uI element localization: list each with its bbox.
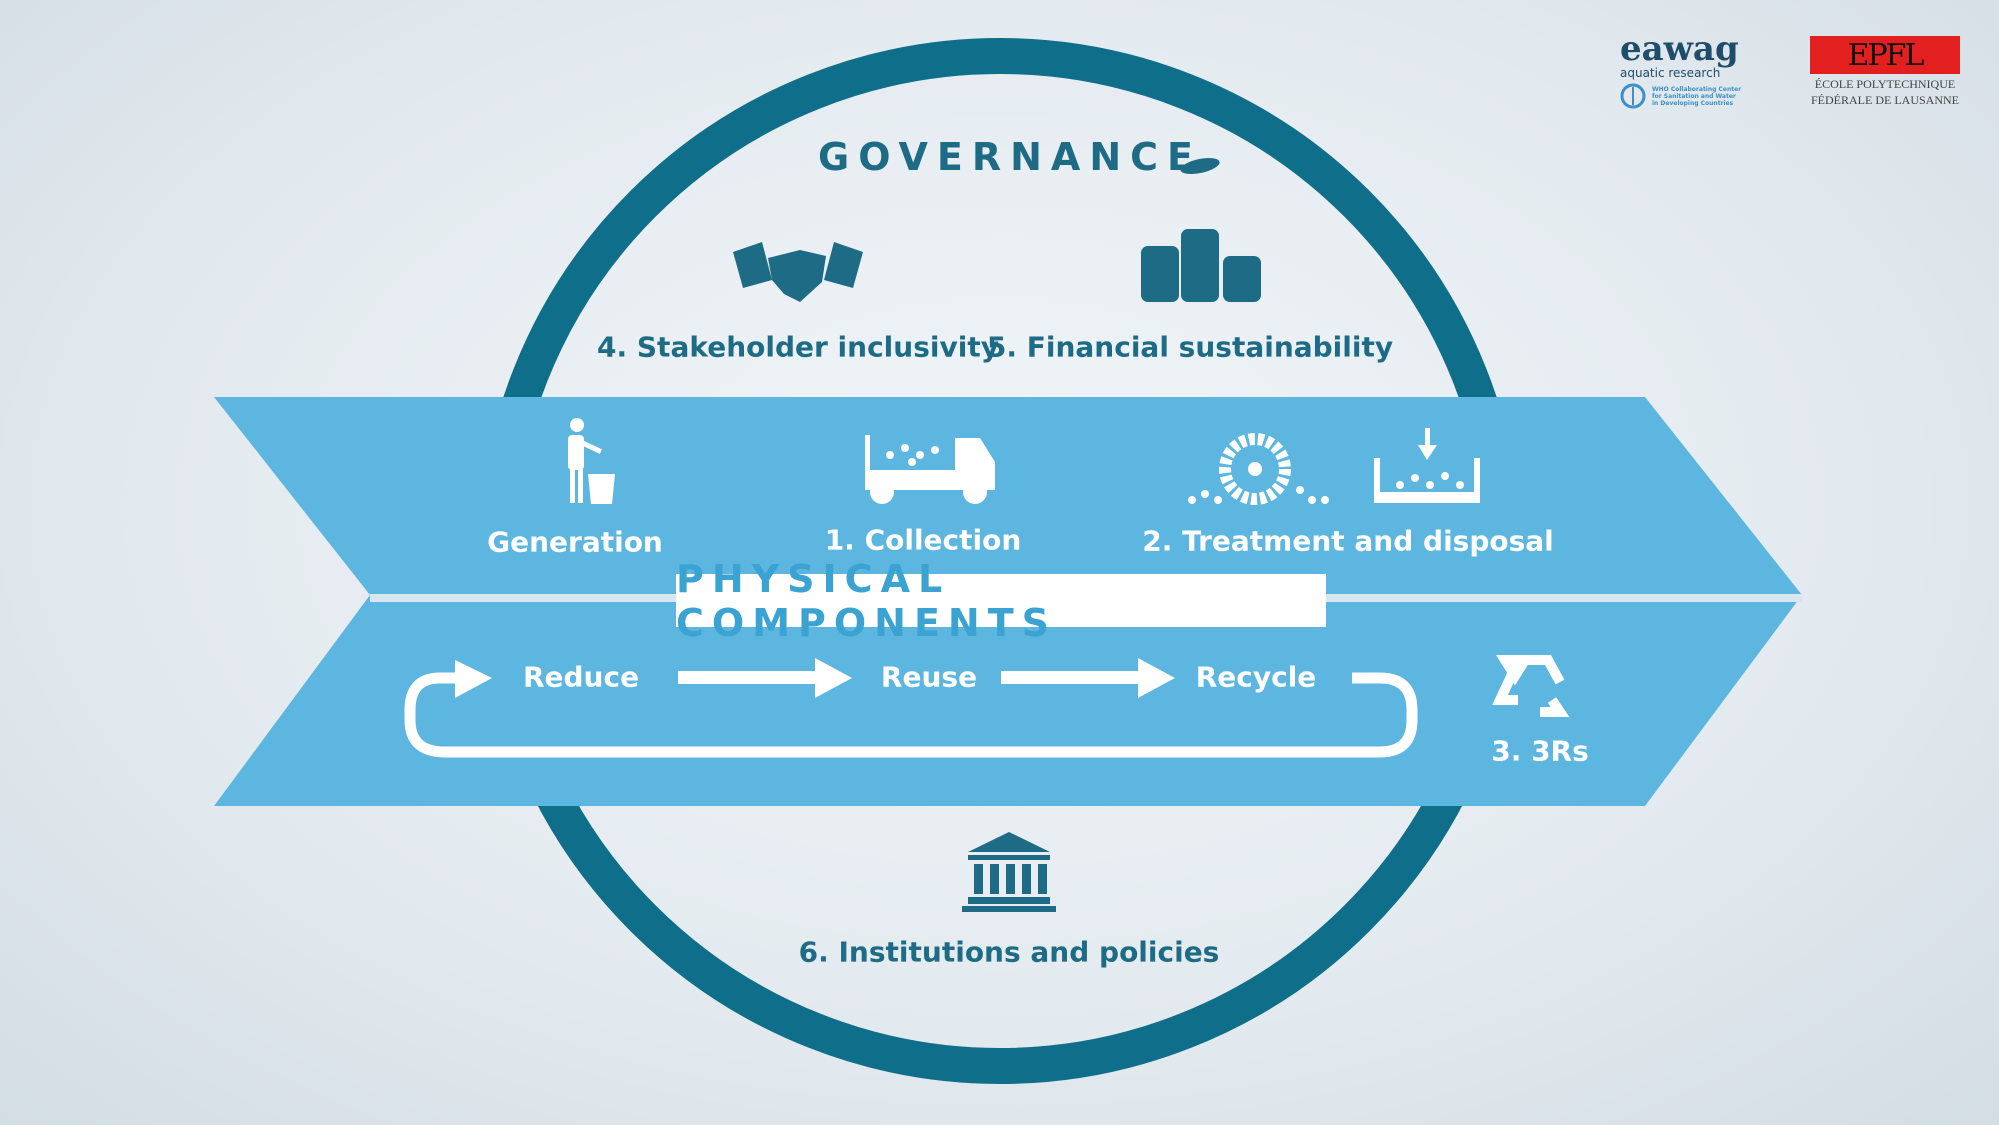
physical-components-title: PHYSICAL COMPONENTS bbox=[676, 557, 1326, 645]
who-emblem-icon bbox=[1620, 83, 1646, 109]
collection-label: 1. Collection bbox=[824, 523, 1022, 557]
generation-label: Generation bbox=[487, 525, 663, 559]
three-rs-label: 3. 3Rs bbox=[1491, 734, 1589, 768]
leaf-icon bbox=[1180, 157, 1220, 175]
handshake-icon bbox=[733, 242, 863, 302]
institution-building-icon bbox=[962, 832, 1056, 912]
cycle-loop bbox=[404, 672, 1418, 758]
arrow-reduce-reuse bbox=[678, 658, 852, 698]
landfill-icon bbox=[1374, 428, 1480, 503]
coins-icon bbox=[1139, 227, 1263, 304]
governance-title: GOVERNANCE bbox=[818, 135, 1202, 179]
treatment-label: 2. Treatment and disposal bbox=[1142, 524, 1554, 558]
eawag-wordmark: eawag bbox=[1620, 29, 1739, 69]
garbage-truck-icon bbox=[865, 435, 995, 504]
eawag-logo: eawag aquatic research WHO Collaborating… bbox=[1620, 32, 1785, 109]
epfl-wordmark: EPFL bbox=[1847, 37, 1924, 73]
recycle-label: Recycle bbox=[1195, 660, 1317, 694]
stakeholder-label: 4. Stakeholder inclusivity bbox=[597, 330, 999, 364]
arrow-reuse-recycle bbox=[1001, 658, 1175, 698]
recycle-icon bbox=[1492, 655, 1570, 717]
person-trash-icon bbox=[568, 418, 615, 504]
institutions-label: 6. Institutions and policies bbox=[798, 935, 1220, 969]
epfl-subtitle-2: FÉDÉRALE DE LAUSANNE bbox=[1811, 93, 1959, 107]
financial-label: 5. Financial sustainability bbox=[986, 330, 1394, 364]
loop-arrow-icon bbox=[455, 660, 492, 698]
epfl-subtitle-1: ÉCOLE POLYTECHNIQUE bbox=[1814, 77, 1956, 91]
epfl-logo: EPFL ÉCOLE POLYTECHNIQUE FÉDÉRALE DE LAU… bbox=[1810, 36, 1960, 106]
treatment-gear-icon bbox=[1188, 433, 1329, 505]
reuse-label: Reuse bbox=[880, 660, 978, 694]
reduce-label: Reduce bbox=[522, 660, 640, 694]
who-text: WHO Collaborating Center for Sanitation … bbox=[1652, 85, 1742, 107]
eawag-subtitle: aquatic research bbox=[1620, 66, 1721, 80]
